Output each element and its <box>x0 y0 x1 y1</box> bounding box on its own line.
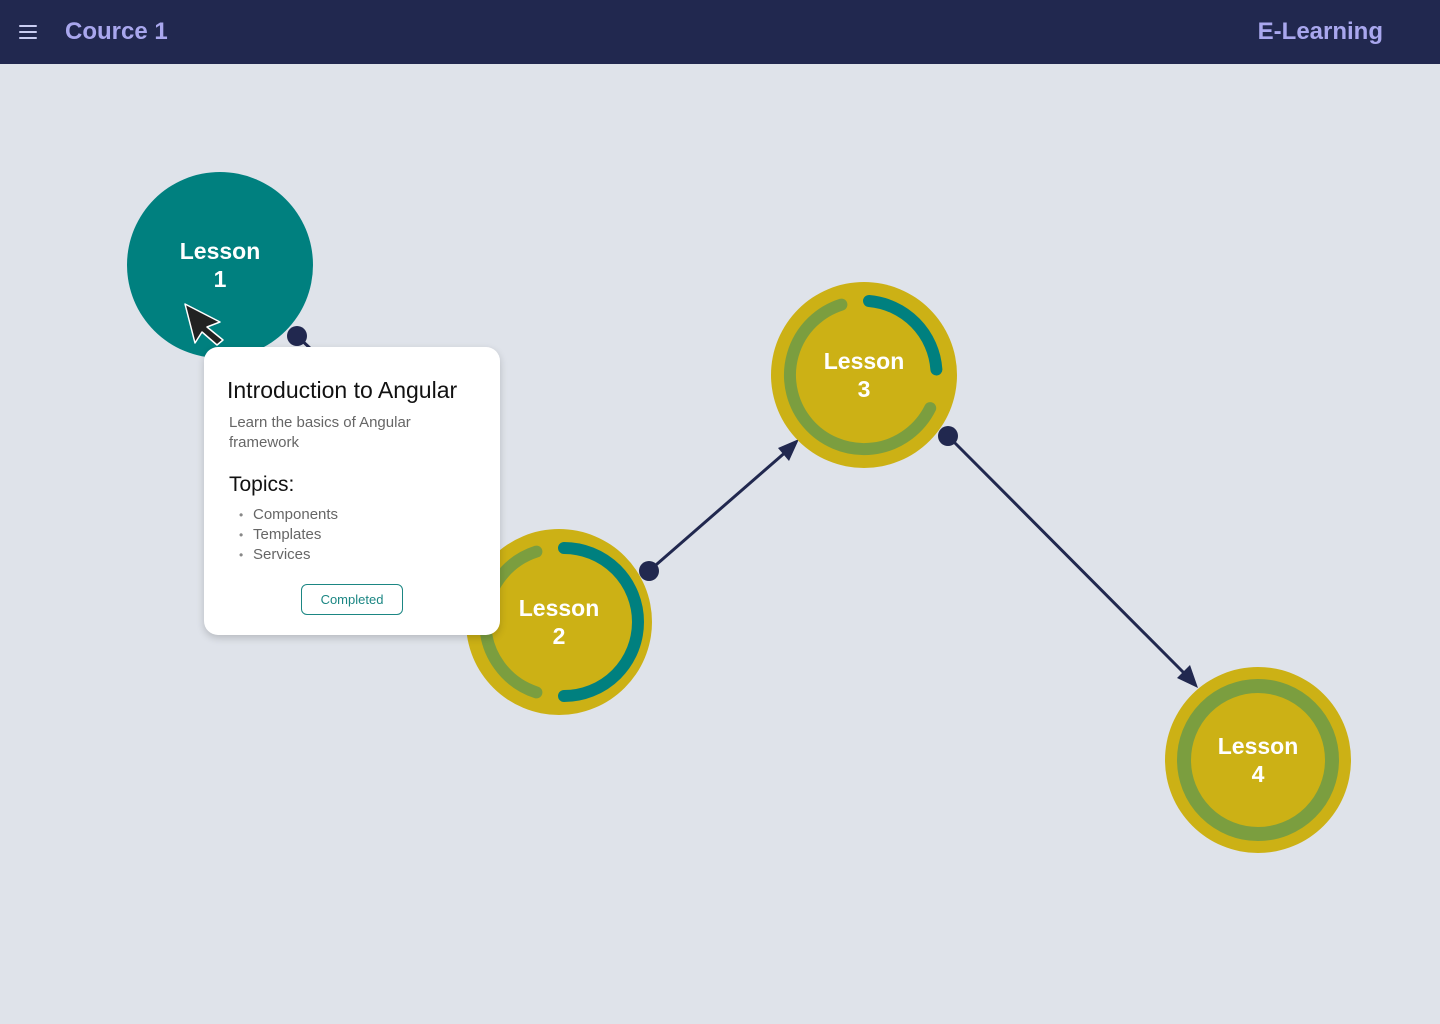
topic-item: Services <box>239 545 338 565</box>
app-title: E-Learning <box>1257 18 1383 45</box>
menu-icon[interactable] <box>17 22 39 42</box>
lesson-node-2[interactable]: Lesson 2 <box>466 529 652 715</box>
popover-topics-list: Components Templates Services <box>239 505 338 565</box>
topic-item: Templates <box>239 525 338 545</box>
lesson-1-circle <box>127 172 313 358</box>
connector-lesson-2-3 <box>639 439 799 581</box>
lesson-2-progress-ring <box>466 529 652 715</box>
mouse-pointer-icon <box>184 303 224 346</box>
popover-title: Introduction to Angular <box>227 377 458 403</box>
connector-lesson-3-4 <box>938 426 1198 688</box>
lesson-node-1[interactable]: Lesson 1 <box>127 172 313 358</box>
popover-topics-heading: Topics: <box>229 473 295 496</box>
lesson-3-progress-ring <box>771 282 957 468</box>
lesson-1-popover: Introduction to Angular Learn the basics… <box>204 347 500 635</box>
course-title: Cource 1 <box>65 18 168 45</box>
lesson-node-3[interactable]: Lesson 3 <box>771 282 957 468</box>
lesson-node-4[interactable]: Lesson 4 <box>1165 667 1351 853</box>
popover-description: Learn the basics of Angular framework <box>229 414 411 451</box>
lesson-4-label: Lesson 4 <box>1217 733 1299 787</box>
lesson-2-label: Lesson 2 <box>518 595 600 649</box>
topic-item: Components <box>239 505 338 525</box>
lesson-4-progress-ring <box>1165 667 1351 853</box>
lesson-1-label: Lesson 1 <box>179 238 261 292</box>
lesson-3-label: Lesson 3 <box>823 348 905 402</box>
completed-status-button[interactable]: Completed <box>301 584 403 615</box>
top-app-bar: Cource 1 E-Learning <box>0 0 1440 64</box>
